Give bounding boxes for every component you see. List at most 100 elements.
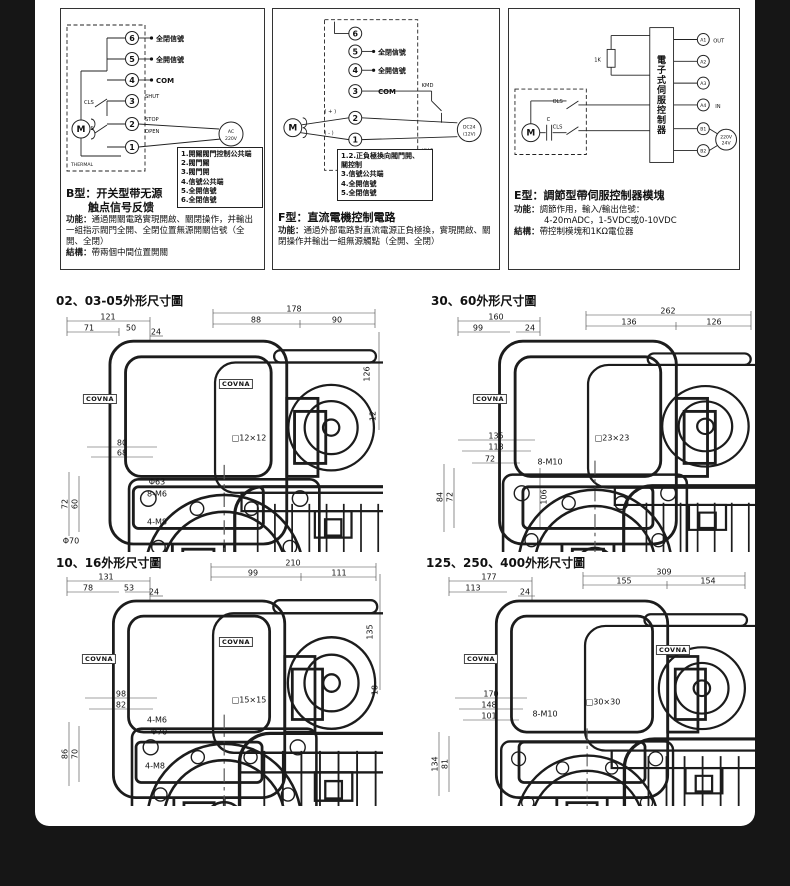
note-line: 1.2.正負極換向閥門開、	[341, 152, 420, 160]
terminal-6: 6	[129, 34, 135, 43]
terminal-5: 5	[353, 47, 359, 56]
e-module-title: E型：調節型帶伺服控制器模塊	[514, 189, 665, 203]
terminal-6: 6	[353, 30, 359, 39]
signal-label-open: 全開信號	[155, 55, 184, 64]
signal-label-com: COM	[378, 88, 396, 96]
cls-switch-label: CLS	[84, 100, 94, 106]
terminal-b2: B2	[700, 149, 706, 155]
section-title: 10、16外形尺寸圖	[56, 556, 162, 570]
ac-voltage-label: 220V	[225, 136, 238, 142]
motor-symbol: M	[526, 129, 535, 139]
ac-supply-label: AC	[228, 129, 234, 135]
dimension-drawing	[443, 311, 755, 552]
section-30-60-dimensions: 30、60外形尺寸圖	[428, 292, 755, 552]
b-module-title: B型：开关型带无源 触点信号反馈	[66, 187, 162, 215]
terminal-1: 1	[353, 136, 359, 145]
note-line: 4.全開信號	[341, 179, 377, 188]
potentiometer-label: 1K	[594, 57, 601, 63]
f-title-line1: F型：直流電機控制電路	[278, 211, 396, 224]
b-struct-text: 帶兩個中間位置開關	[91, 248, 169, 259]
terminal-2: 2	[353, 114, 359, 123]
e-func-label: 功能：	[514, 205, 540, 215]
e-title-line1: E型：調節型帶伺服控制器模塊	[514, 189, 665, 202]
terminal-1: 1	[129, 143, 135, 152]
note-line: 6.全閉信號	[181, 196, 217, 205]
terminal-3: 3	[353, 87, 359, 96]
signal-label-open: 全開信號	[377, 66, 406, 75]
b-type-circuit-diagram: 6 5 4 3 2 1 全閉信號 全開信號 COM SHUT STOP OPEN…	[66, 24, 244, 172]
e-struct-text: 帶控制模塊和1KΩ電位器	[539, 227, 634, 238]
motor-symbol: M	[77, 125, 86, 135]
dc-voltage-label: (12V)	[463, 132, 476, 138]
motor-symbol: M	[288, 124, 297, 134]
mounting-flange-drawing	[114, 464, 335, 552]
cls-switch-label: CLS	[553, 125, 563, 131]
note-line: 3.閥門開	[181, 168, 210, 177]
supply-voltage-label: 220V	[720, 135, 733, 141]
section-10-16-dimensions: 10、16外形尺寸圖	[53, 554, 383, 806]
terminal-4: 4	[353, 66, 359, 75]
b-struct-label: 結構：	[66, 248, 92, 259]
mounting-flange-drawing	[117, 714, 331, 806]
note-line: 5.全閉信號	[341, 188, 377, 197]
open-label: OPEN	[145, 129, 159, 135]
dimension-drawing	[66, 563, 383, 806]
section-title: 30、60外形尺寸圖	[431, 294, 537, 308]
terminal-a1: A1	[700, 37, 706, 43]
f-type-circuit-diagram: 6 5 4 3 2 1 全閉信號 全開信號 COM KMD KMC ( + ) …	[283, 19, 482, 171]
in-label: IN	[715, 104, 721, 110]
b-description: 功能：通過開關電路實現開啟、關閉操作，并輸出一組指示閥門全開、全閉位置無源開關信…	[66, 215, 260, 259]
section-title: 125、250、400外形尺寸圖	[426, 556, 586, 570]
note-line: 關控制	[341, 161, 362, 170]
supply-voltage-label2: 24V	[722, 141, 732, 147]
terminal-a4: A4	[700, 103, 706, 109]
stop-label: STOP	[145, 117, 159, 123]
section-02-03-05-dimensions: 02、03-05外形尺寸圖	[53, 292, 383, 552]
terminal-4: 4	[129, 76, 135, 85]
servo-controller-label: 電子式伺服控制器	[655, 55, 665, 135]
e-func-text: 調節作用，輸入/輸出信號：	[539, 205, 645, 215]
note-line: 5.全開信號	[181, 186, 217, 195]
dimension-drawing	[66, 309, 383, 552]
side-view-drawing	[587, 352, 755, 531]
terminal-a2: A2	[700, 59, 706, 65]
minus-label: ( - )	[325, 131, 334, 137]
plus-label: ( + )	[325, 109, 337, 115]
f-description: 功能：通過外部電路對直流電源正負極換，實現開啟、關閉操作并輸出一組無源觸點（全開…	[278, 226, 495, 248]
b-terminal-notes: 1.開關閥門控制公共端 2.閥門關 3.閥門開 4.信號公共端 5.全開信號 6…	[177, 147, 263, 209]
thermal-label: THERMAL	[70, 162, 93, 168]
b-func-label: 功能：	[66, 215, 92, 225]
spec-sheet-page: 6 5 4 3 2 1 全閉信號 全開信號 COM SHUT STOP OPEN…	[35, 0, 755, 826]
side-view-drawing	[584, 613, 755, 794]
dimension-drawing	[438, 572, 755, 806]
f-func-label: 功能：	[278, 226, 304, 236]
signal-label-closed: 全閉信號	[155, 34, 184, 43]
section-125-250-400-dimensions: 125、250、400外形尺寸圖	[423, 554, 755, 806]
signal-label-com: COM	[156, 77, 174, 85]
note-line: 2.閥門關	[181, 159, 210, 168]
terminal-5: 5	[129, 55, 135, 64]
terminal-3: 3	[129, 97, 135, 106]
terminal-2: 2	[129, 120, 135, 129]
f-module-title: F型：直流電機控制電路	[278, 211, 396, 225]
ols-switch-label: OLS	[553, 99, 563, 105]
f-terminal-notes: 1.2.正負極換向閥門開、 關控制 3.信號公共端 4.全開信號 5.全閉信號	[337, 149, 433, 202]
e-type-circuit-diagram: 1K OLS CLS C M A1 A2 A3 A4 B1 B2 OUT IN …	[514, 27, 738, 163]
note-line: 1.開關閥門控制公共端	[181, 150, 252, 158]
out-label: OUT	[713, 38, 725, 44]
b-title-line2: 触点信号反馈	[88, 200, 154, 214]
kmd-label: KMD	[422, 83, 434, 89]
b-title-line1: B型：开关型带无源	[66, 187, 163, 200]
f-type-module-box: 6 5 4 3 2 1 全閉信號 全開信號 COM KMD KMC ( + ) …	[272, 8, 500, 270]
e-description: 功能：調節作用，輸入/輸出信號： 4-20mADC，1-5VDC或0-10VDC…	[514, 205, 735, 238]
f-func-text: 通過外部電路對直流電源正負極換，實現開啟、關閉操作并輸出一組無源觸點（全開、全閉…	[278, 226, 491, 248]
capacitor-label: C	[547, 117, 551, 123]
b-func-text: 通過開關電路實現開啟、關閉操作，并輸出一組指示閥門全開、全閉位置無源開關信號（全…	[66, 215, 254, 248]
dc-supply-label: DC24	[463, 125, 476, 131]
b-type-module-box: 6 5 4 3 2 1 全閉信號 全開信號 COM SHUT STOP OPEN…	[60, 8, 265, 270]
top-view-drawing	[499, 340, 716, 552]
note-line: 4.信號公共端	[181, 177, 224, 186]
terminal-a3: A3	[700, 81, 706, 87]
e-func-text2: 4-20mADC，1-5VDC或0-10VDC	[544, 216, 677, 227]
